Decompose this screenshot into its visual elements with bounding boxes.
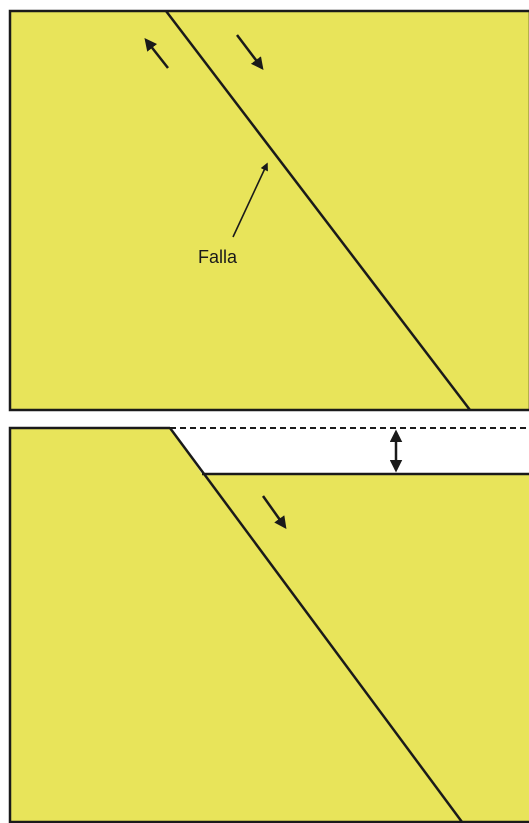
- fault-pointer-arrow: [232, 162, 268, 238]
- motion-arrow-down-right-bottom: [261, 495, 287, 530]
- rock-block-top: [8, 9, 529, 412]
- rock-block-bottom-outline: [8, 426, 529, 823]
- motion-arrow-up-left: [144, 38, 169, 69]
- panel-before-faulting: Falla: [8, 9, 529, 412]
- fault-label: Falla: [198, 247, 238, 267]
- fault-line-bottom: [168, 427, 464, 823]
- fault-line-top: [165, 10, 471, 411]
- panel-after-faulting: [8, 426, 529, 823]
- rock-block-bottom: [10, 428, 529, 823]
- motion-arrow-down-right: [236, 34, 264, 70]
